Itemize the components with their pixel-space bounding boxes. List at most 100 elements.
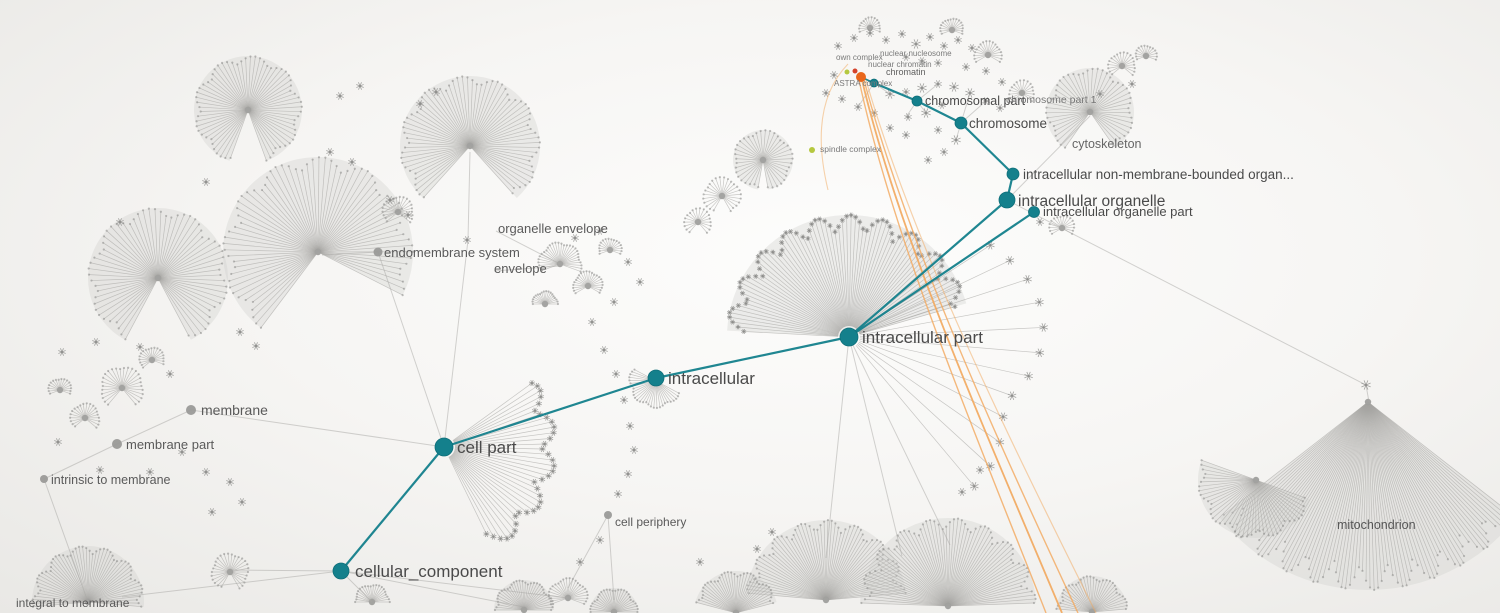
leaf-node-star[interactable]: [951, 135, 961, 145]
leaf-node-star[interactable]: [932, 251, 939, 257]
leaf-node-star[interactable]: [730, 306, 736, 312]
collapsed-subtree-burst[interactable]: [1055, 575, 1128, 613]
selected-term-node-nucleosome[interactable]: [856, 72, 866, 82]
leaf-node-star[interactable]: [531, 407, 539, 414]
collapsed-subtree-burst[interactable]: [857, 16, 881, 33]
leaf-node-star[interactable]: [737, 284, 743, 290]
leaf-node-star[interactable]: [432, 88, 440, 96]
burst-hub-node[interactable]: [226, 568, 234, 576]
burst-hub-node[interactable]: [1088, 608, 1096, 613]
leaf-node-star[interactable]: [735, 302, 741, 309]
collapsed-subtree-burst[interactable]: [695, 570, 777, 613]
leaf-node-star[interactable]: [848, 212, 854, 218]
leaf-node-star[interactable]: [548, 418, 555, 425]
leaf-node-star[interactable]: [208, 508, 216, 516]
collapsed-subtree-burst[interactable]: [702, 176, 742, 213]
collapsed-subtree-burst[interactable]: [381, 195, 414, 224]
leaf-node-star[interactable]: [497, 535, 504, 542]
graph-node-non-membrane-bounded[interactable]: [1006, 167, 1020, 181]
leaf-node-star[interactable]: [58, 348, 66, 356]
leaf-node-star[interactable]: [1035, 348, 1045, 358]
leaf-node-star[interactable]: [536, 492, 544, 499]
burst-hub-node[interactable]: [822, 596, 830, 604]
collapsed-subtree-burst[interactable]: [138, 346, 165, 369]
leaf-node-star[interactable]: [54, 438, 62, 446]
leaf-node-star[interactable]: [547, 435, 554, 442]
leaf-node-star[interactable]: [982, 97, 990, 105]
leaf-node-star[interactable]: [534, 485, 541, 492]
leaf-node-star[interactable]: [875, 218, 881, 224]
leaf-node-star[interactable]: [404, 211, 412, 219]
leaf-node-star[interactable]: [545, 472, 552, 479]
leaf-node-star[interactable]: [236, 328, 244, 336]
graph-node-gray[interactable]: [186, 405, 196, 415]
leaf-node-star[interactable]: [838, 95, 846, 103]
leaf-node-star[interactable]: [763, 248, 769, 254]
leaf-node-star[interactable]: [490, 533, 497, 540]
burst-hub-node[interactable]: [759, 156, 767, 164]
leaf-node-star[interactable]: [898, 30, 906, 38]
burst-hub-node[interactable]: [520, 606, 528, 613]
collapsed-subtree-burst[interactable]: [973, 40, 1003, 64]
leaf-node-star[interactable]: [827, 223, 833, 229]
leaf-node-star[interactable]: [1007, 391, 1017, 401]
leaf-node-star[interactable]: [917, 83, 927, 93]
collapsed-subtree-burst[interactable]: [354, 583, 391, 606]
leaf-node-star[interactable]: [938, 101, 946, 109]
leaf-node-star[interactable]: [743, 300, 749, 307]
leaf-node-star[interactable]: [588, 318, 596, 326]
leaf-node-star[interactable]: [503, 535, 511, 542]
leaf-node-star[interactable]: [551, 462, 558, 469]
leaf-node-star[interactable]: [996, 104, 1004, 112]
leaf-node-star[interactable]: [624, 258, 632, 266]
leaf-node-star[interactable]: [1036, 218, 1044, 226]
leaf-node-star[interactable]: [777, 251, 783, 258]
collapsed-subtree-burst[interactable]: [855, 240, 1048, 491]
leaf-node-star[interactable]: [535, 504, 542, 511]
leaf-node-star[interactable]: [921, 108, 931, 118]
leaf-node-star[interactable]: [537, 498, 544, 506]
leaf-node-star[interactable]: [531, 478, 538, 486]
collapsed-subtree-burst[interactable]: [598, 237, 623, 255]
leaf-node-star[interactable]: [726, 314, 733, 320]
collapsed-subtree-burst[interactable]: [537, 241, 583, 273]
burst-hub-node[interactable]: [606, 246, 614, 254]
leaf-node-star[interactable]: [940, 148, 948, 156]
collapsed-subtree-burst[interactable]: [1044, 67, 1134, 149]
leaf-node-star[interactable]: [571, 234, 579, 242]
burst-hub-node[interactable]: [118, 384, 126, 392]
graph-node-gray[interactable]: [40, 475, 48, 483]
leaf-node-star[interactable]: [737, 279, 743, 285]
leaf-node-star[interactable]: [830, 71, 838, 79]
leaf-node-star[interactable]: [902, 88, 910, 96]
leaf-node-star[interactable]: [136, 343, 144, 351]
leaf-node-star[interactable]: [753, 545, 761, 553]
leaf-node-star[interactable]: [1128, 80, 1136, 88]
leaf-node-star[interactable]: [740, 276, 746, 282]
leaf-node-star[interactable]: [835, 224, 842, 230]
leaf-node-star[interactable]: [336, 92, 344, 100]
leaf-node-star[interactable]: [884, 219, 890, 225]
leaf-node-star[interactable]: [758, 250, 764, 256]
leaf-node-star[interactable]: [915, 236, 921, 243]
collapsed-subtree-burst[interactable]: [68, 402, 101, 429]
leaf-node-star[interactable]: [202, 178, 210, 186]
leaf-node-star[interactable]: [956, 289, 962, 295]
burst-hub-node[interactable]: [541, 300, 549, 308]
leaf-node-star[interactable]: [958, 488, 966, 496]
leaf-node-star[interactable]: [356, 82, 364, 90]
leaf-node-star[interactable]: [1096, 90, 1104, 98]
leaf-node-star[interactable]: [515, 509, 523, 516]
leaf-node-star[interactable]: [730, 319, 736, 325]
leaf-node-star[interactable]: [528, 379, 536, 387]
graph-node-intracellular-organelle[interactable]: [998, 191, 1016, 209]
leaf-node-star[interactable]: [537, 387, 544, 394]
leaf-node-star[interactable]: [551, 423, 558, 431]
leaf-node-star[interactable]: [549, 468, 556, 475]
burst-hub-node[interactable]: [244, 106, 252, 114]
collapsed-subtree-burst[interactable]: [939, 17, 964, 35]
graph-node-chromosome[interactable]: [954, 116, 968, 130]
leaf-node-star[interactable]: [545, 451, 552, 458]
burst-hub-node[interactable]: [154, 274, 162, 282]
leaf-node-star[interactable]: [610, 298, 618, 306]
